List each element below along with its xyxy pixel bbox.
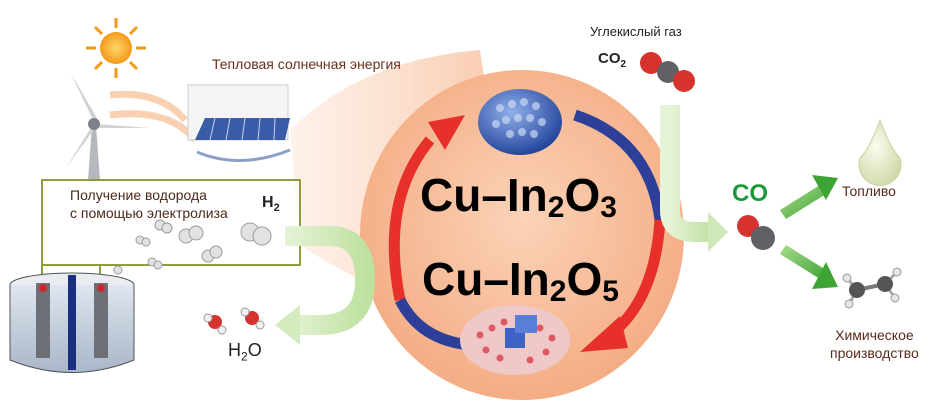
label-co2-name: Углекислый газ (590, 24, 682, 39)
electrolysis-line-2: с помощью электролиза (70, 205, 228, 221)
cluster-bottom (460, 305, 570, 375)
h2-molecules (113, 219, 272, 275)
h2-return-arrow (285, 226, 376, 335)
label-solar-thermal: Тепловая солнечная энергия (212, 56, 401, 72)
sun-ray-arcs (109, 90, 198, 143)
catalytic-cycle-disc (360, 70, 684, 400)
cycle-arrowhead-red-top (428, 115, 465, 150)
cycle-arrow-red-left (388, 136, 435, 302)
co2-feed-arrowhead (708, 212, 728, 252)
chem-line-1: Химическое (835, 327, 914, 343)
cat-bottom-main: Cu–In (422, 253, 550, 305)
solar-collector-icon (187, 84, 291, 162)
co-molecule (737, 215, 775, 250)
cycle-arrow-blue-right (573, 109, 666, 221)
catalyst-top-formula: Cu–In2O3 (420, 168, 617, 225)
cat-bottom-o: O (566, 253, 603, 305)
label-electrolysis: Получение водорода с помощью электролиза (70, 186, 228, 222)
water-h: H (228, 340, 241, 360)
sun-icon (86, 18, 146, 78)
cycle-arrowhead-red-bottom (580, 316, 628, 352)
cluster-top (478, 89, 562, 155)
electrolysis-box (41, 179, 301, 266)
label-h2: H2 (262, 194, 280, 214)
cat-bottom-sub1: 2 (549, 275, 567, 308)
co2-feed-arrow (660, 105, 712, 242)
water-molecules (203, 307, 265, 335)
water-o: O (247, 340, 262, 360)
label-fuel: Топливо (842, 183, 896, 199)
co2-molecule (640, 52, 695, 92)
label-co2-formula: CO2 (598, 50, 626, 70)
co2-sub: 2 (620, 59, 627, 70)
fuel-drop-icon (858, 118, 902, 186)
electrolysis-line-1: Получение водорода (70, 187, 207, 203)
h2-return-arrowhead (275, 305, 300, 345)
label-co: CO (732, 180, 768, 207)
label-water: H2O (228, 340, 262, 364)
arrow-to-chemicals (780, 245, 838, 289)
chem-line-2: производство (830, 345, 919, 361)
cat-bottom-sub2: 5 (602, 275, 619, 308)
label-chemicals: Химическое производство (830, 326, 919, 362)
catalyst-bottom-formula: Cu–In2O5 (422, 252, 619, 309)
ethylene-molecule-icon (842, 267, 902, 309)
arrow-to-fuel (780, 175, 838, 219)
h2-sub: 2 (273, 202, 280, 215)
cat-top-sub1: 2 (547, 191, 565, 224)
water-sub: 2 (241, 349, 248, 364)
h2-main: H (262, 194, 274, 211)
electrolyzer-icon (9, 272, 135, 373)
cat-top-o: O (564, 169, 601, 221)
co2-main: CO (598, 50, 621, 67)
wind-turbine-icon (66, 72, 150, 180)
cat-top-sub2: 3 (600, 191, 617, 224)
cat-top-main: Cu–In (420, 169, 548, 221)
